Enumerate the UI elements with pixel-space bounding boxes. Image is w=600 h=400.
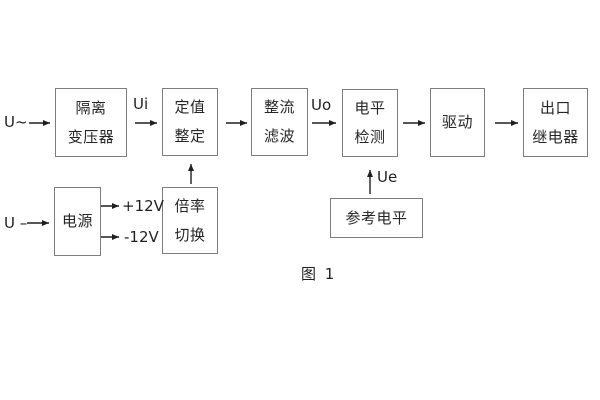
plus12v-label: +12V	[122, 197, 164, 215]
block-label-line: 电平	[354, 99, 386, 117]
block-label-line: 倍率	[174, 196, 206, 215]
block-label-line: 出口	[539, 98, 571, 117]
figure-caption: 图 1	[301, 265, 337, 283]
block-label-line: 变压器	[67, 127, 115, 146]
block-label-line: 电源	[61, 212, 93, 230]
block-label-line: 整流	[263, 98, 295, 116]
block-label-line: 隔离	[75, 98, 107, 117]
block-label-line: 滤波	[263, 127, 295, 145]
block-power-supply: 电源	[54, 187, 101, 256]
block-driver: 驱动	[430, 88, 485, 157]
block-label-line: 驱动	[441, 113, 473, 131]
signal-ue-label: Ue	[377, 168, 398, 186]
dc-input-label: U –	[4, 214, 28, 232]
block-label-line: 检测	[354, 128, 386, 146]
signal-uo-label: Uo	[311, 96, 332, 114]
block-label-line: 定值	[174, 98, 206, 116]
block-output-relay: 出口 继电器	[523, 88, 588, 157]
ac-input-label: U~	[4, 113, 28, 131]
block-label-line: 继电器	[532, 127, 579, 146]
block-rectifier-filter: 整流 滤波	[251, 88, 308, 156]
block-isolation-transformer: 隔离 变压器	[55, 88, 127, 157]
block-label-line: 参考电平	[345, 208, 408, 227]
block-label-line: 切换	[174, 225, 206, 244]
block-level-detection: 电平 检测	[342, 89, 398, 157]
signal-ui-label: Ui	[133, 95, 149, 113]
block-reference-level: 参考电平	[330, 198, 423, 238]
minus12v-label: -12V	[124, 228, 159, 246]
block-label-line: 整定	[174, 127, 206, 145]
block-value-setting: 定值 整定	[162, 88, 218, 156]
block-ratio-switch: 倍率 切换	[162, 187, 218, 254]
